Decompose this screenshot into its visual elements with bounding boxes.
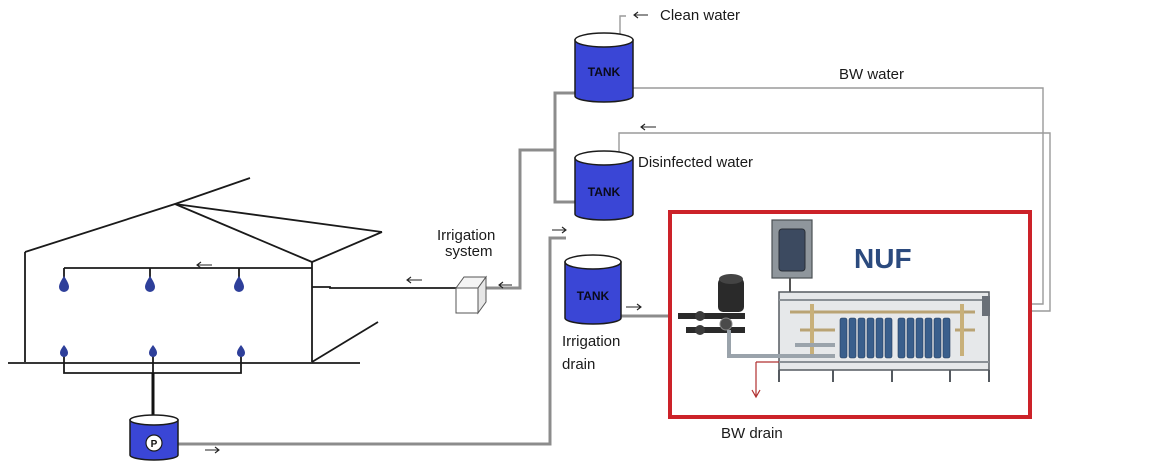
greenhouse (8, 177, 456, 416)
disc-filter (718, 278, 744, 312)
flow-left-arrow-icon (498, 281, 512, 289)
flow-left-arrow-icon (196, 261, 212, 269)
disinfected-water-tank: TANK (574, 150, 634, 221)
pump-tank: P (129, 414, 179, 461)
tank-label: TANK (577, 289, 610, 303)
irrigation-drain-label-line2: drain (562, 356, 595, 373)
clean-water-label: Clean water (660, 7, 740, 24)
irrigation-drain-tank: TANK (564, 254, 622, 325)
flow-left-arrow-icon (640, 123, 656, 131)
pump-label: P (151, 439, 158, 450)
clean-water-tank: TANK (574, 32, 634, 103)
drip-drop-icon (59, 276, 69, 292)
drain-drop-icon (237, 345, 245, 357)
irrigation-system-box (455, 275, 487, 315)
bw-water-label: BW water (839, 66, 904, 83)
nuf-unit (668, 210, 1032, 419)
drip-drop-icon (234, 276, 244, 292)
dripper-emitters (59, 276, 245, 357)
flow-right-arrow-icon (626, 303, 642, 311)
irrigation-system-label-line2: system (445, 243, 493, 260)
irrigation-system-label-line1: Irrigation (437, 227, 495, 244)
pump-icon (145, 434, 163, 452)
drip-drop-icon (145, 276, 155, 292)
tank-label: TANK (588, 65, 621, 79)
flow-right-arrow-icon (205, 446, 220, 454)
disinfected-water-label: Disinfected water (638, 154, 753, 171)
flow-left-arrow-icon (633, 11, 648, 19)
drain-drop-icon (149, 345, 157, 357)
bw-drain-label: BW drain (721, 425, 783, 442)
nuf-title: NUF (854, 243, 912, 274)
flow-left-arrow-icon (406, 276, 422, 284)
bw-drain-arrow-icon (751, 362, 761, 399)
drain-drop-icon (60, 345, 68, 357)
tank-label: TANK (588, 185, 621, 199)
pipework (178, 15, 1051, 446)
flow-right-arrow-icon (552, 226, 567, 234)
irrigation-drain-label-line1: Irrigation (562, 333, 620, 350)
